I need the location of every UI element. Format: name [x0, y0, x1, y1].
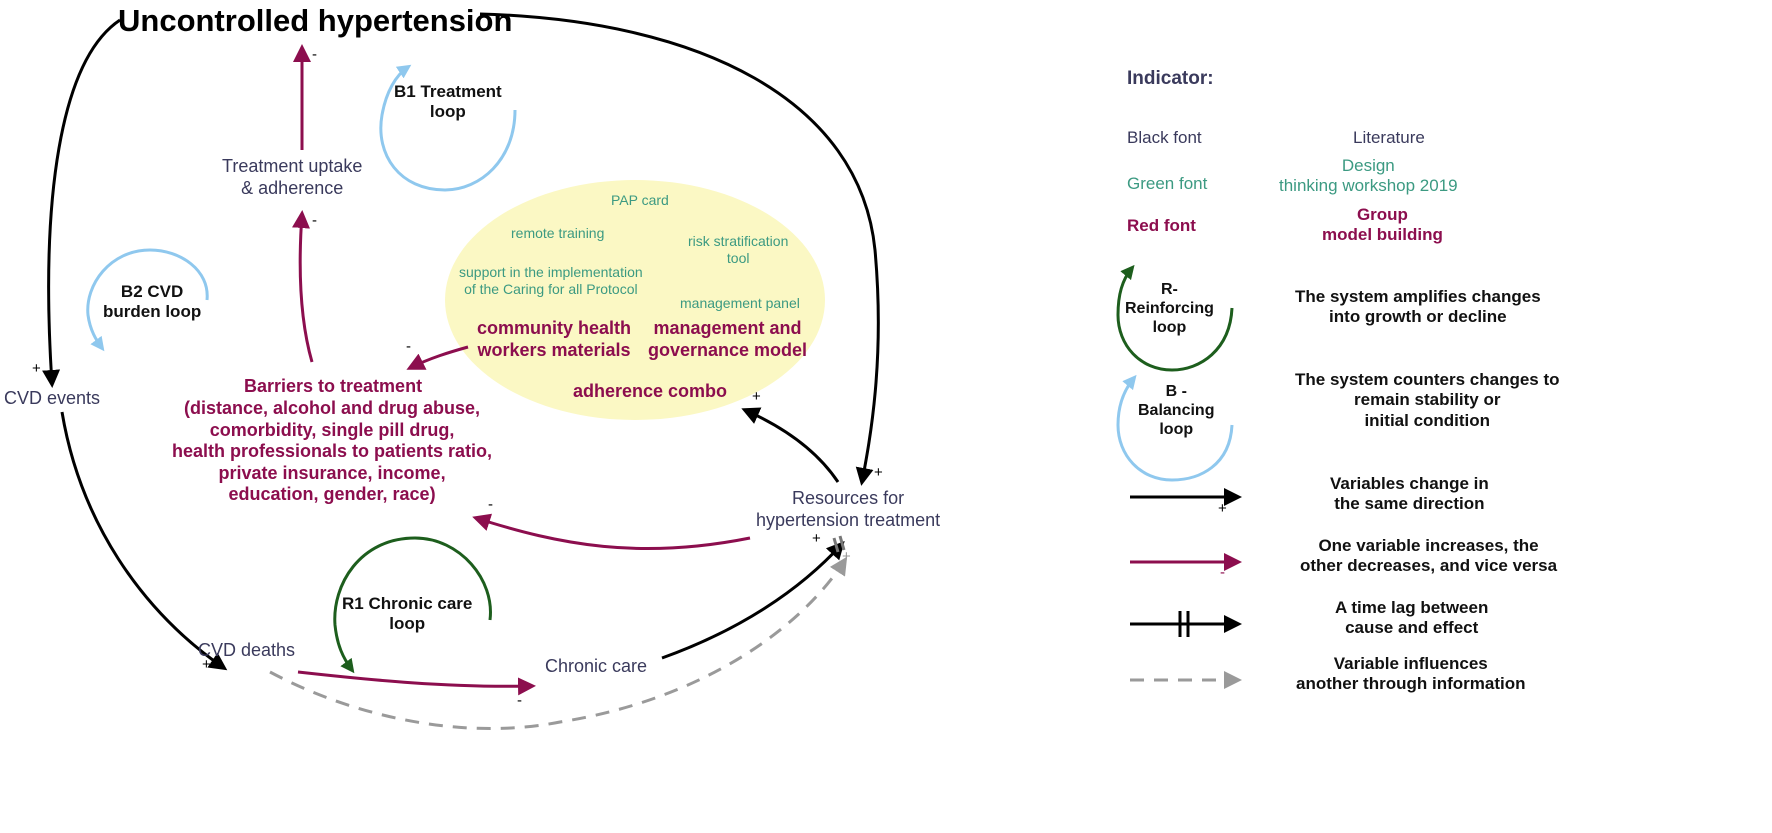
intervention-support-protocol: support in the implementation of the Car… — [459, 264, 643, 297]
loop-label-b2: B2 CVD burden loop — [103, 282, 202, 322]
polarity-plus: + — [842, 548, 851, 565]
arrow-resources-to-barriers — [472, 513, 751, 551]
legend-opposite-desc: One variable increases, the other decrea… — [1300, 536, 1558, 576]
polarity-minus: - — [517, 692, 522, 709]
b1-loop-arc — [379, 64, 517, 192]
interventions-ellipse — [445, 180, 825, 420]
legend-information-desc: Variable influences another through info… — [1296, 654, 1526, 694]
arrow-resources-to-interventions — [741, 407, 840, 483]
legend-time-lag-desc: A time lag between cause and effect — [1335, 598, 1489, 638]
intervention-adherence-combo: adherence combo — [573, 381, 728, 401]
legend-green-font: Green font — [1127, 174, 1208, 193]
time-lag-mark-b — [838, 535, 846, 551]
legend-literature: Literature — [1353, 128, 1425, 147]
legend-reinforcing-desc: The system amplifies changes into growth… — [1295, 287, 1541, 327]
polarity-minus: - — [406, 338, 411, 355]
intervention-community-health: community health workers materials — [477, 318, 632, 360]
intervention-remote-training: remote training — [511, 225, 605, 241]
polarity-minus: - — [488, 496, 493, 513]
arrow-interventions-to-barriers — [406, 345, 469, 370]
node-treatment-uptake: Treatment uptake & adherence — [222, 156, 363, 198]
legend-balancing-desc: The system counters changes to remain st… — [1295, 370, 1560, 430]
polarity-minus: - — [312, 46, 317, 63]
legend-balancing-arc — [1116, 374, 1234, 482]
polarity-minus: - — [312, 212, 317, 229]
intervention-pap-card: PAP card — [611, 192, 669, 208]
legend-black-font: Black font — [1127, 128, 1202, 147]
arrow-chronic-care-to-resources — [661, 541, 845, 660]
node-barriers-detail: (distance, alcohol and drug abuse, comor… — [172, 398, 493, 505]
legend-reinforcing-arc — [1116, 264, 1234, 372]
b2-loop-arc — [86, 248, 209, 352]
polarity-plus: + — [812, 530, 821, 547]
arrow-hypertension-to-cvd-events — [42, 18, 121, 388]
node-cvd-events: CVD events — [4, 388, 101, 408]
arrow-cvd-events-to-cvd-deaths — [60, 411, 228, 671]
legend-same-direction-desc: Variables change in the same direction — [1330, 474, 1489, 514]
polarity-plus: + — [752, 388, 761, 405]
legend-balancing-label: B - Balancing loop — [1138, 383, 1215, 439]
polarity-plus: + — [202, 656, 211, 673]
legend-red-font: Red font — [1127, 216, 1196, 235]
polarity-plus: + — [874, 464, 883, 481]
legend-polarity-minus: - — [1220, 564, 1225, 581]
legend-group-model: Group model building — [1322, 205, 1443, 245]
node-chronic-care: Chronic care — [545, 656, 648, 676]
intervention-risk-stratification: risk stratification tool — [688, 233, 789, 266]
polarity-plus: + — [32, 360, 41, 377]
legend-heading: Indicator: — [1127, 68, 1214, 89]
intervention-management-governance: management and governance model — [648, 318, 808, 360]
legend-design-thinking: Design thinking workshop 2019 — [1279, 156, 1458, 196]
legend-reinforcing-label: R- Reinforcing loop — [1125, 281, 1214, 337]
arrow-information-deaths-to-resources — [269, 556, 848, 730]
legend-polarity-plus: + — [1218, 500, 1227, 517]
arrow-barriers-to-treatment-uptake — [292, 210, 314, 363]
node-barriers-title: Barriers to treatment — [244, 376, 423, 396]
r1-loop-arc — [333, 536, 492, 674]
node-resources: Resources for hypertension treatment — [756, 488, 941, 530]
arrow-hypertension-to-resources — [479, 12, 880, 486]
loop-label-b1: B1 Treatment loop — [394, 82, 502, 122]
arrow-cvd-deaths-to-chronic-care — [297, 670, 536, 696]
intervention-management-panel: management panel — [680, 295, 800, 311]
node-cvd-deaths: CVD deaths — [198, 640, 296, 660]
diagram-title: Uncontrolled hypertension — [118, 3, 513, 38]
time-lag-mark-a — [832, 537, 840, 553]
loop-label-r1: R1 Chronic care loop — [342, 594, 473, 634]
